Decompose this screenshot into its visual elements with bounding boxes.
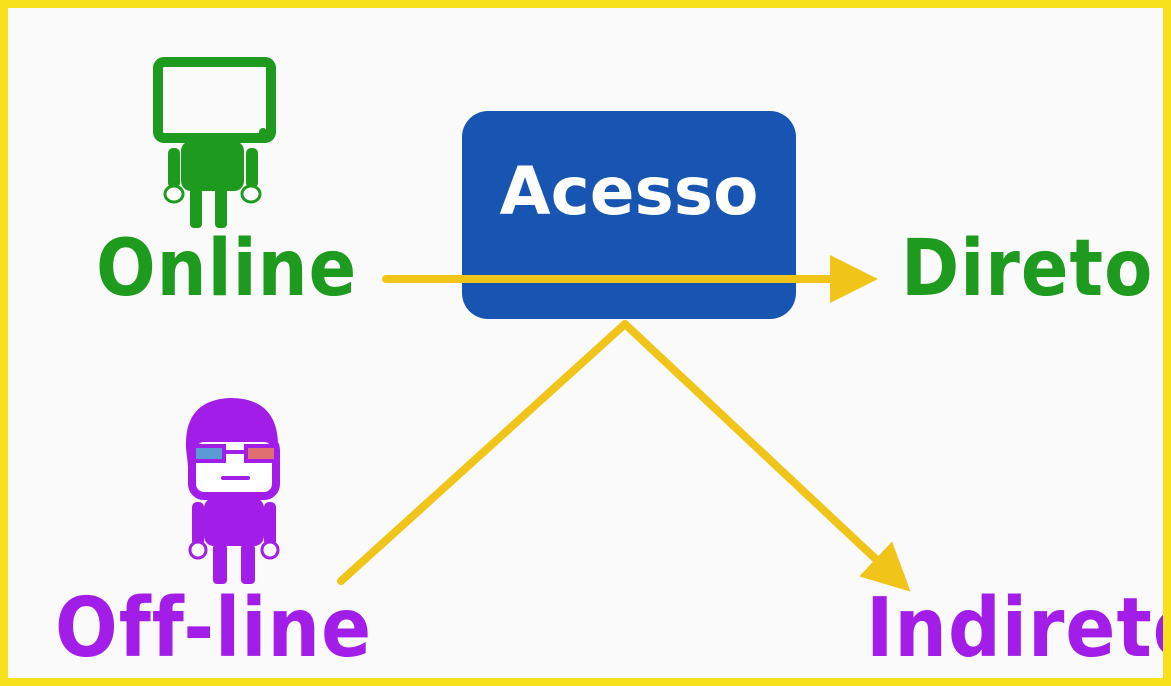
direto-label: Direto bbox=[901, 224, 1154, 314]
online-label: Online bbox=[96, 224, 358, 314]
person-3d-glasses-icon bbox=[185, 398, 280, 584]
access-title: Acesso bbox=[499, 153, 759, 230]
indireto-label: Indireto bbox=[866, 581, 1171, 676]
tv-head-robot-icon bbox=[153, 57, 276, 228]
connector-layer-front bbox=[153, 57, 911, 592]
offline-label: Off-line bbox=[55, 581, 373, 676]
access-box: Acesso bbox=[462, 111, 796, 319]
line-offline-to-acesso bbox=[337, 320, 629, 585]
arrow-acesso-to-indireto bbox=[621, 320, 911, 592]
